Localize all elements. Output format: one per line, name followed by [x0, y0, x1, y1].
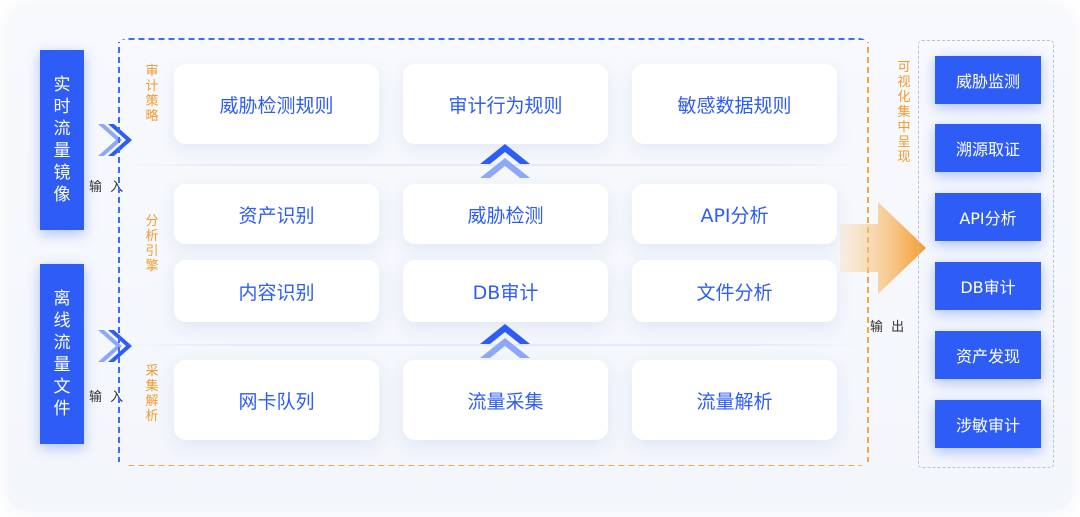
source-char: 流: [53, 333, 71, 353]
source-char: 时: [53, 97, 71, 117]
asset-discovery-item: 资产发现: [935, 331, 1041, 379]
source-char: 线: [53, 311, 71, 331]
content-identification-card: 内容识别: [174, 260, 379, 322]
sensitive-audit-item: 涉敏审计: [935, 400, 1041, 448]
output-arrow-icon: [840, 202, 926, 294]
traffic-collection-card: 流量采集: [403, 360, 608, 440]
audit-behavior-rules-card: 审计行为规则: [403, 64, 608, 144]
output-label: 输 出: [870, 320, 907, 335]
chevron-up-icon: [480, 324, 530, 358]
label-char: 计: [145, 79, 159, 94]
input-label: 输 入: [89, 180, 126, 195]
frame-left-edge: [118, 42, 120, 462]
label-char: 集: [145, 379, 159, 394]
traffic-parsing-card: 流量解析: [632, 360, 837, 440]
label-char: 析: [145, 409, 159, 424]
layer-separator: [122, 344, 866, 346]
source-char: 镜: [53, 163, 71, 183]
label-char: 策: [145, 94, 159, 109]
source-char: 件: [53, 399, 71, 419]
source-char: 像: [53, 185, 71, 205]
source-char: 流: [53, 119, 71, 139]
source-char: 文: [53, 377, 71, 397]
chevron-up-icon: [480, 144, 530, 178]
label-char: 擎: [145, 259, 159, 274]
label-char: 解: [145, 394, 159, 409]
nic-queue-card: 网卡队列: [174, 360, 379, 440]
collection-parsing-label: 采 集 解 析: [144, 364, 160, 424]
source-char: 实: [53, 75, 71, 95]
label-char: 审: [145, 64, 159, 79]
label-char: 分: [145, 214, 159, 229]
source-char: 离: [53, 289, 71, 309]
sensitive-data-rules-card: 敏感数据规则: [632, 64, 837, 144]
threat-detection-rules-card: 威胁检测规则: [174, 64, 379, 144]
threat-detection-card: 威胁检测: [403, 184, 608, 244]
threat-monitoring-item: 威胁监测: [935, 56, 1041, 104]
visualization-label: 可 视 化 集 中 呈 现: [896, 60, 912, 165]
realtime-traffic-mirror-source: 实 时 流 量 镜 像: [40, 50, 84, 230]
file-analysis-card: 文件分析: [632, 260, 837, 322]
layer-separator: [122, 164, 866, 166]
label-char: 采: [145, 364, 159, 379]
label-char: 析: [145, 229, 159, 244]
db-audit-item: DB审计: [935, 262, 1041, 310]
analysis-engine-label: 分 析 引 擎: [144, 214, 160, 274]
label-char: 中: [897, 120, 911, 135]
source-char: 量: [53, 141, 71, 161]
db-audit-card: DB审计: [403, 260, 608, 322]
label-char: 可: [897, 60, 911, 75]
source-char: 量: [53, 355, 71, 375]
api-analysis-card: API分析: [632, 184, 837, 244]
traceback-forensics-item: 溯源取证: [935, 124, 1041, 172]
input-label: 输 入: [89, 390, 126, 405]
label-char: 略: [145, 109, 159, 124]
audit-policy-label: 审 计 策 略: [144, 64, 160, 124]
label-char: 集: [897, 105, 911, 120]
label-char: 呈: [897, 135, 911, 150]
asset-identification-card: 资产识别: [174, 184, 379, 244]
output-panel: [918, 40, 1054, 468]
label-char: 引: [145, 244, 159, 259]
label-char: 化: [897, 90, 911, 105]
label-char: 现: [897, 150, 911, 165]
label-char: 视: [897, 75, 911, 90]
offline-traffic-file-source: 离 线 流 量 文 件: [40, 264, 84, 444]
api-analysis-item: API分析: [935, 193, 1041, 241]
